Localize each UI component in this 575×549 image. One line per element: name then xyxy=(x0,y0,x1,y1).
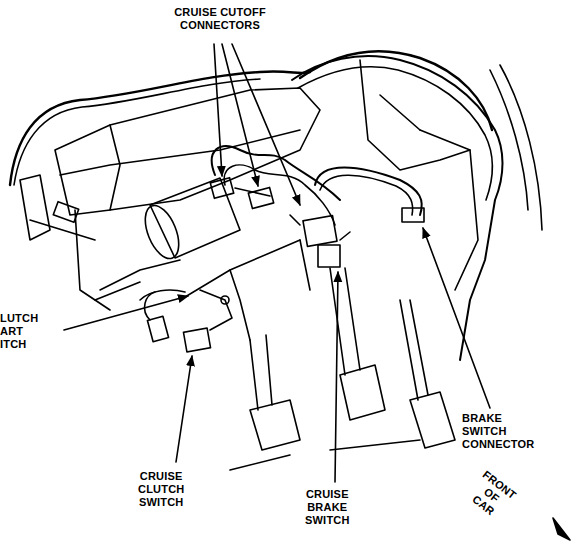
part-label: BRAKE SWITCH CONNECTOR xyxy=(462,412,534,451)
part-label: LUTCH ART ITCH xyxy=(0,312,38,351)
part-label: CRUISE CLUTCH SWITCH xyxy=(138,470,184,509)
part-label: CRUISE BRAKE SWITCH xyxy=(305,488,350,527)
part-label: CRUISE CUTOFF CONNECTORS xyxy=(150,6,290,32)
direction-label: FRONT OF CAR xyxy=(464,468,519,523)
